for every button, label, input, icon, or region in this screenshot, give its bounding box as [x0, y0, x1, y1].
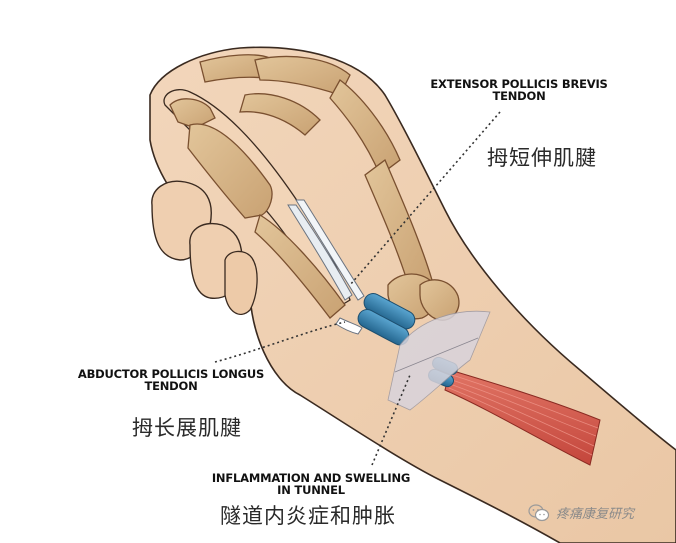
apl-label-cn: 拇长展肌腱 [132, 416, 242, 440]
tunnel-leader-line [371, 374, 411, 466]
epb-label-line1: EXTENSOR POLLICIS BREVIS [430, 77, 608, 91]
extensor-retinaculum [387, 310, 491, 411]
epb-leader-line [349, 111, 501, 286]
epb-label-line2: TENDON [492, 89, 546, 103]
white-tendons [287, 199, 365, 335]
tunnel-label-en: INFLAMMATION AND SWELLING IN TUNNEL [180, 472, 442, 496]
apl-label-en: ABDUCTOR POLLICIS LONGUS TENDON [40, 368, 302, 392]
tunnel-label-cn: 隧道内炎症和肿胀 [220, 504, 396, 528]
tunnel-label-line1: INFLAMMATION AND SWELLING [211, 471, 411, 485]
apl-label-line1: ABDUCTOR POLLICIS LONGUS [77, 367, 265, 381]
watermark: 疼痛康复研究 [528, 503, 634, 522]
tunnel-label-line2: IN TUNNEL [277, 483, 345, 497]
apl-leader-line [214, 321, 346, 363]
apl-label-line2: TENDON [144, 379, 198, 393]
epb-label-cn: 拇短伸肌腱 [487, 146, 597, 170]
wechat-icon [528, 503, 550, 521]
watermark-text: 疼痛康复研究 [556, 507, 635, 522]
epb-label-en: EXTENSOR POLLICIS BREVIS TENDON [385, 78, 653, 102]
muscle-belly [444, 369, 601, 466]
leader-lines [214, 111, 501, 466]
